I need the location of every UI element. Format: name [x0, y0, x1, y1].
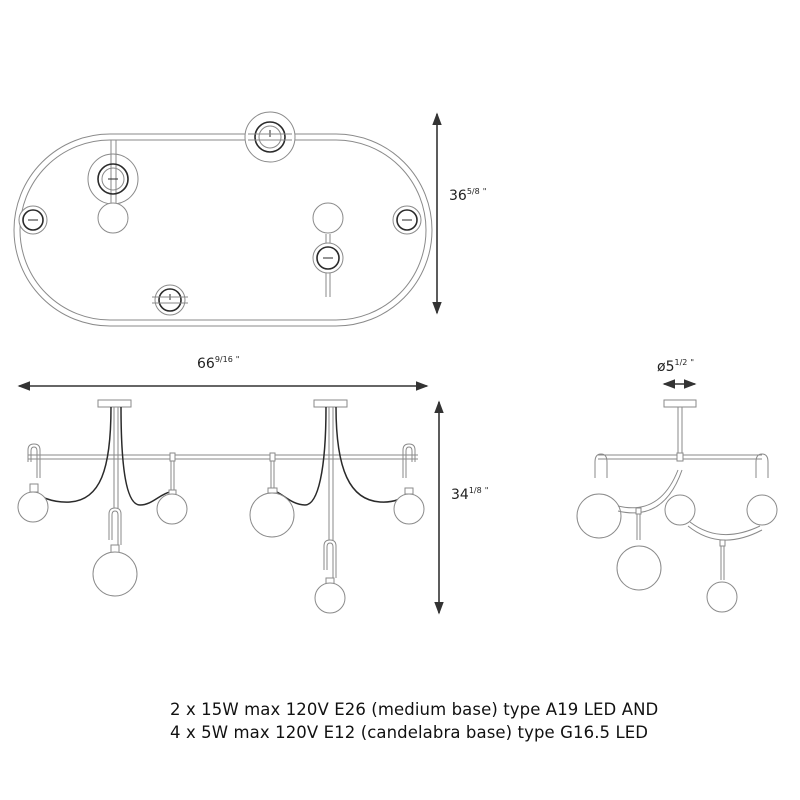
fitting-lower-right — [312, 202, 344, 297]
oval-rail-outer — [13, 133, 433, 327]
fitting-left — [18, 205, 48, 235]
side-globe-center — [664, 494, 696, 526]
height-dimension-label: 341/8" — [451, 486, 488, 503]
canopy-left — [97, 399, 132, 408]
canopy-diameter-label: ø51/2" — [657, 358, 694, 375]
fitting-top — [244, 111, 296, 163]
side-globe-left — [576, 493, 622, 539]
width-dimension-label: 669/16" — [197, 355, 239, 372]
fitting-upper-left — [87, 140, 139, 234]
fitting-right — [392, 205, 422, 235]
canopy-right — [313, 399, 348, 408]
side-view: ø51/2" — [576, 358, 778, 613]
canopy-side — [663, 399, 697, 408]
side-globe-lower-left — [616, 545, 662, 591]
oval-rail-inner — [19, 139, 427, 321]
globe-lower-right — [314, 539, 346, 614]
globe-large-lower-left — [92, 507, 138, 597]
spec-line-2: 4 x 5W max 120V E12 (candelabra base) ty… — [170, 723, 649, 742]
fitting-bottom — [152, 284, 188, 316]
globe-inner-left — [156, 452, 188, 525]
side-globe-lower-right — [706, 581, 738, 613]
globe-right-end — [393, 443, 425, 525]
globe-left-end — [17, 443, 49, 523]
globe-large-center — [249, 452, 295, 538]
depth-dimension-label: 365/8" — [449, 187, 486, 204]
front-view: 669/16" — [17, 355, 488, 615]
top-view: 365/8" — [13, 111, 486, 327]
side-globe-right — [746, 494, 778, 526]
spec-line-1: 2 x 15W max 120V E26 (medium base) type … — [170, 700, 659, 719]
